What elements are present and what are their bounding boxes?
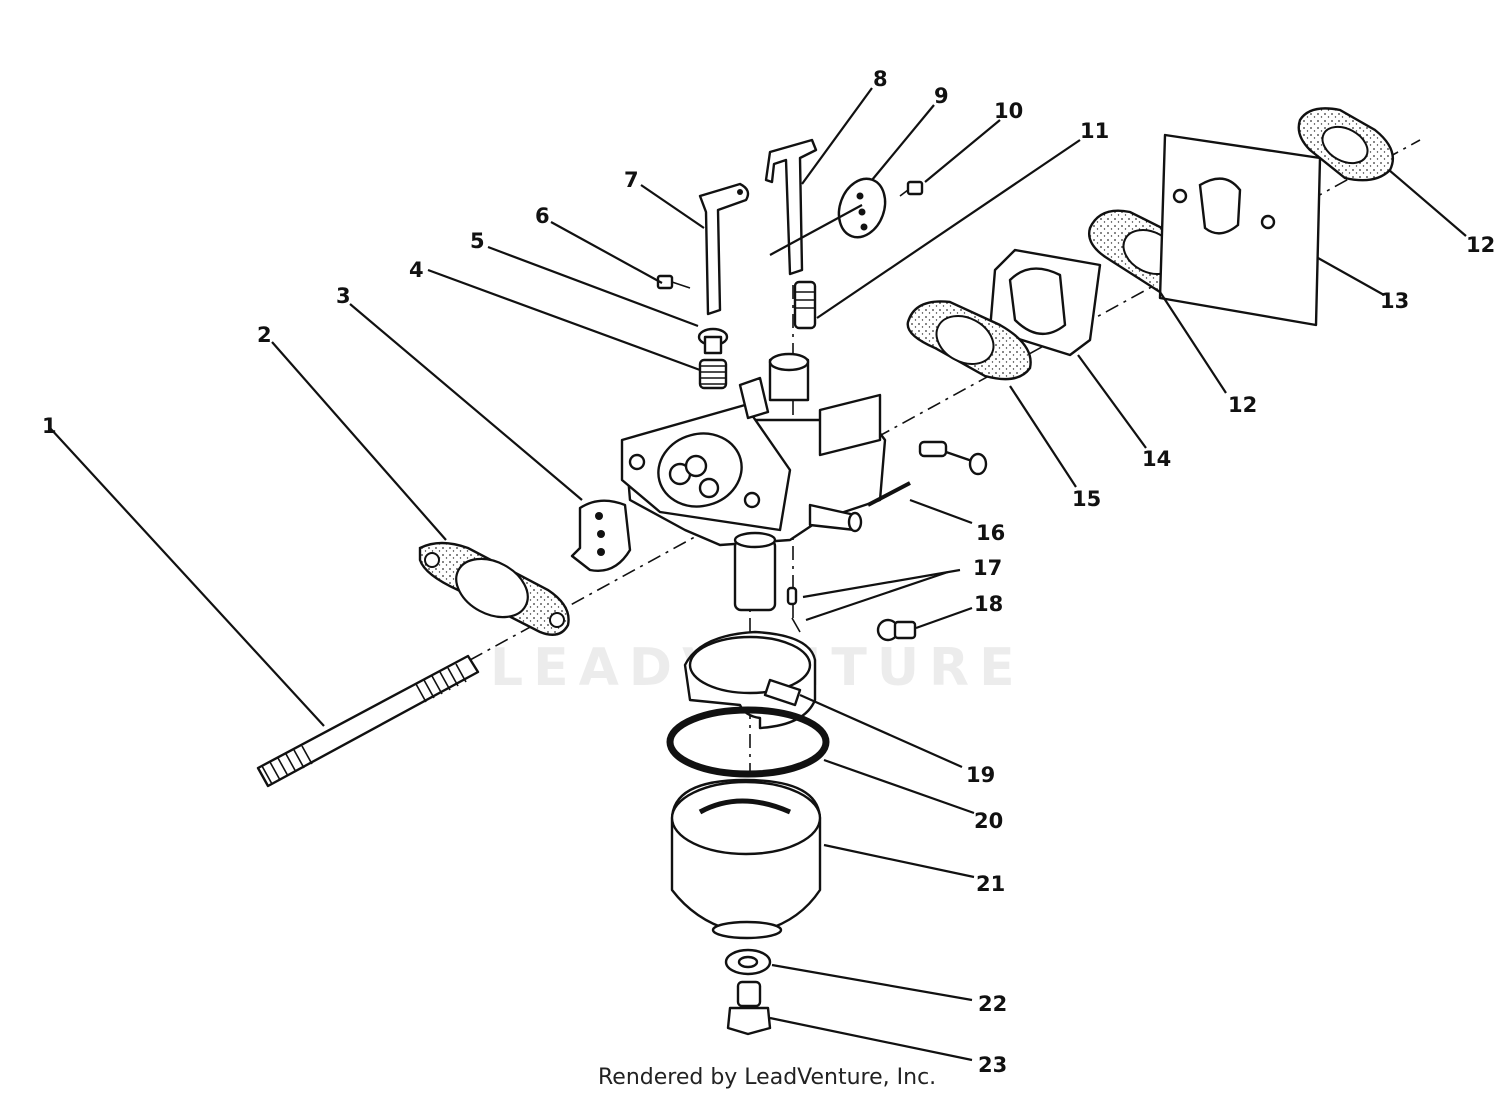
part-13-plate (1158, 133, 1322, 327)
callouts: 1 2 3 4 5 6 7 8 9 10 11 12 13 14 15 16 1… (42, 67, 1495, 1077)
part-4-spring (698, 358, 728, 390)
part-8-choke-shaft (764, 138, 818, 276)
callout-12-middle: 12 (1228, 393, 1257, 417)
part-15-gasket (906, 300, 1032, 381)
callout-20: 20 (974, 809, 1003, 833)
callout-4: 4 (409, 258, 424, 282)
callout-12-right: 12 (1466, 233, 1495, 257)
part-22-washer (724, 948, 772, 976)
callout-10: 10 (994, 99, 1023, 123)
callout-17: 17 (973, 556, 1002, 580)
part-1-stud (256, 654, 480, 788)
callout-21: 21 (976, 872, 1005, 896)
callout-13: 13 (1380, 289, 1409, 313)
leader-lines (49, 87, 1467, 1062)
part-3-throttle-plate (570, 499, 632, 572)
callout-5: 5 (470, 229, 485, 253)
callout-9: 9 (934, 84, 949, 108)
part-18-screw (876, 618, 917, 642)
callout-18: 18 (974, 592, 1003, 616)
callout-15: 15 (1072, 487, 1101, 511)
callout-23: 23 (978, 1053, 1007, 1077)
part-17-pin (786, 586, 801, 633)
part-21-float-bowl (670, 778, 822, 940)
callout-19: 19 (966, 763, 995, 787)
part-20-o-ring (666, 706, 830, 778)
part-7-throttle-shaft (698, 182, 750, 316)
callout-3: 3 (336, 284, 351, 308)
part-6-screw (656, 274, 691, 290)
part-19-float (683, 630, 817, 730)
part-23-bolt (726, 980, 772, 1036)
part-5-washer (697, 327, 729, 355)
callout-16: 16 (976, 521, 1005, 545)
part-14-adapter (988, 248, 1102, 357)
callout-11: 11 (1080, 119, 1109, 143)
part-11-fitting (793, 280, 817, 330)
callout-14: 14 (1142, 447, 1171, 471)
callout-6: 6 (535, 204, 550, 228)
callout-7: 7 (624, 168, 639, 192)
part-2-gasket (418, 541, 570, 636)
part-10-screw (899, 180, 924, 197)
callout-1: 1 (42, 414, 57, 438)
callout-22: 22 (978, 992, 1007, 1016)
part-9-choke-plate (837, 177, 887, 239)
callout-2: 2 (257, 323, 272, 347)
callout-8: 8 (873, 67, 888, 91)
part-16-adjust-screw (867, 440, 988, 507)
carburetor-body (620, 352, 887, 612)
footer-credit: Rendered by LeadVenture, Inc. (598, 1065, 936, 1090)
